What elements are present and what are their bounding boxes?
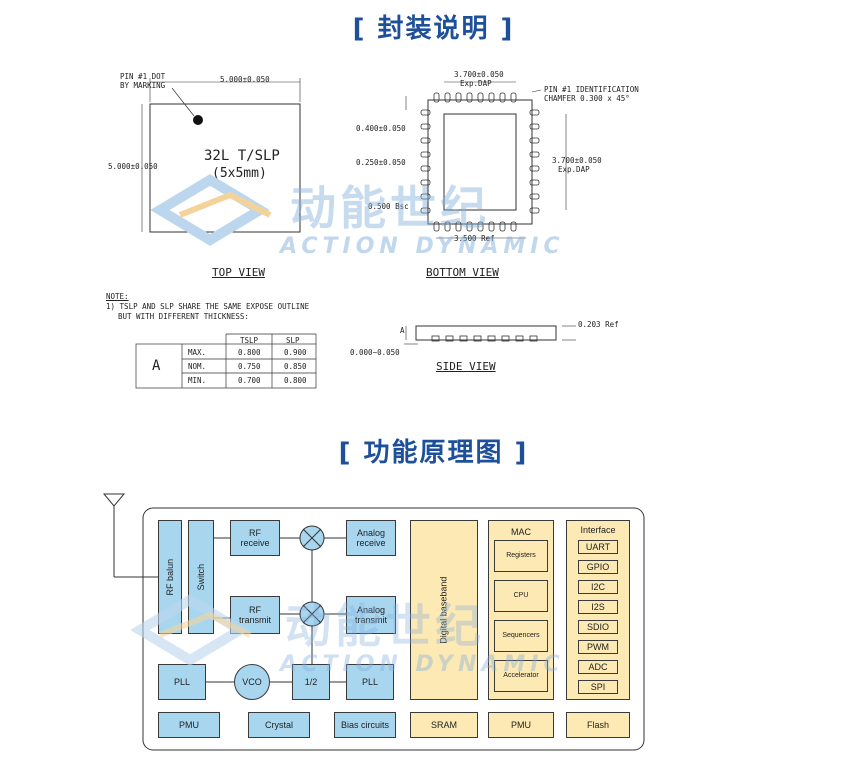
chamfer-label: CHAMFER 0.300 x 45° [544, 94, 630, 103]
table-max: MAX. [188, 348, 207, 357]
dim-0250: 0.250±0.050 [356, 158, 406, 167]
sequencers-block: Sequencers [494, 620, 548, 652]
i2s-block: I2S [578, 600, 618, 614]
pmu-block-2: PMU [488, 712, 554, 738]
interface-label: Interface [580, 525, 616, 535]
top-width-dim: 5.000±0.050 [220, 75, 270, 84]
i2c-block: I2C [578, 580, 618, 594]
table-header-tslp: TSLP [240, 336, 259, 345]
note-line-2: BUT WITH DIFFERENT THICKNESS: [118, 312, 249, 321]
table-min-slp: 0.800 [284, 376, 307, 385]
pin1-ident-label: PIN #1 IDENTIFICATION [544, 85, 639, 94]
half-divider-block: 1/2 [292, 664, 330, 700]
note-title: NOTE: [106, 292, 129, 301]
adc-block: ADC [578, 660, 618, 674]
flash-block: Flash [566, 712, 630, 738]
gpio-block: GPIO [578, 560, 618, 574]
table-max-tslp: 0.800 [238, 348, 261, 357]
mac-label: MAC [511, 527, 531, 537]
table-max-slp: 0.900 [284, 348, 307, 357]
pll-block-2: PLL [346, 664, 394, 700]
pmu-block-1: PMU [158, 712, 220, 738]
rf-transmit-block: RF transmit [230, 596, 280, 634]
pwm-block: PWM [578, 640, 618, 654]
by-marking-label: BY MARKING [120, 81, 166, 90]
table-row-label: A [152, 358, 161, 374]
top-height-dim: 5.000±0.050 [108, 162, 158, 171]
table-header-slp: SLP [286, 336, 300, 345]
pin1-dot-label: PIN #1 DOT [120, 72, 166, 81]
rf-receive-block: RF receive [230, 520, 280, 556]
crystal-block: Crystal [248, 712, 310, 738]
table-min-tslp: 0.700 [238, 376, 261, 385]
sdio-block: SDIO [578, 620, 618, 634]
dim-0500: 0.500 Bsc [368, 202, 409, 211]
table-nom-tslp: 0.750 [238, 362, 261, 371]
registers-block: Registers [494, 540, 548, 572]
pll-block-1: PLL [158, 664, 206, 700]
note-line-1: 1) TSLP AND SLP SHARE THE SAME EXPOSE OU… [106, 302, 310, 311]
side-view-label: SIDE VIEW [436, 360, 496, 373]
side-a: A [400, 326, 405, 335]
sram-block: SRAM [410, 712, 478, 738]
bias-circuits-block: Bias circuits [334, 712, 396, 738]
ref-3500: 3.500 Ref [454, 234, 495, 243]
switch-block: Switch [188, 520, 214, 634]
function-title: [ 功能原理图 ] [338, 438, 529, 468]
table-nom-slp: 0.850 [284, 362, 307, 371]
top-view-label: TOP VIEW [212, 266, 265, 279]
cpu-block: CPU [494, 580, 548, 612]
bottom-width-dim: 3.700±0.050 [454, 70, 504, 79]
spi-block: SPI [578, 680, 618, 694]
analog-transmit-block: Analog transmit [346, 596, 396, 634]
uart-block: UART [578, 540, 618, 554]
table-min: MIN. [188, 376, 207, 385]
side-0203: 0.203 Ref [578, 320, 619, 329]
side-exp-dap: Exp.DAP [558, 165, 590, 174]
side-0000: 0.000~0.050 [350, 348, 400, 357]
package-title: [ 封装说明 ] [352, 14, 515, 44]
digital-baseband-block: Digital baseband [410, 520, 478, 700]
digital-baseband-label: Digital baseband [438, 576, 449, 644]
analog-receive-block: Analog receive [346, 520, 396, 556]
bottom-view-label: BOTTOM VIEW [426, 266, 499, 279]
rf-balun-block: RF balun [158, 520, 182, 634]
chip-label-1: 32L T/SLP [204, 148, 280, 164]
table-nom: NOM. [188, 362, 207, 371]
vco-block: VCO [234, 664, 270, 700]
exp-dap-label: Exp.DAP [460, 79, 492, 88]
accelerator-block: Accelerator [494, 660, 548, 692]
side-3700: 3.700±0.050 [552, 156, 602, 165]
switch-label: Switch [195, 563, 206, 591]
dim-0400: 0.400±0.050 [356, 124, 406, 133]
package-lines [135, 78, 576, 389]
rf-balun-label: RF balun [164, 558, 175, 596]
